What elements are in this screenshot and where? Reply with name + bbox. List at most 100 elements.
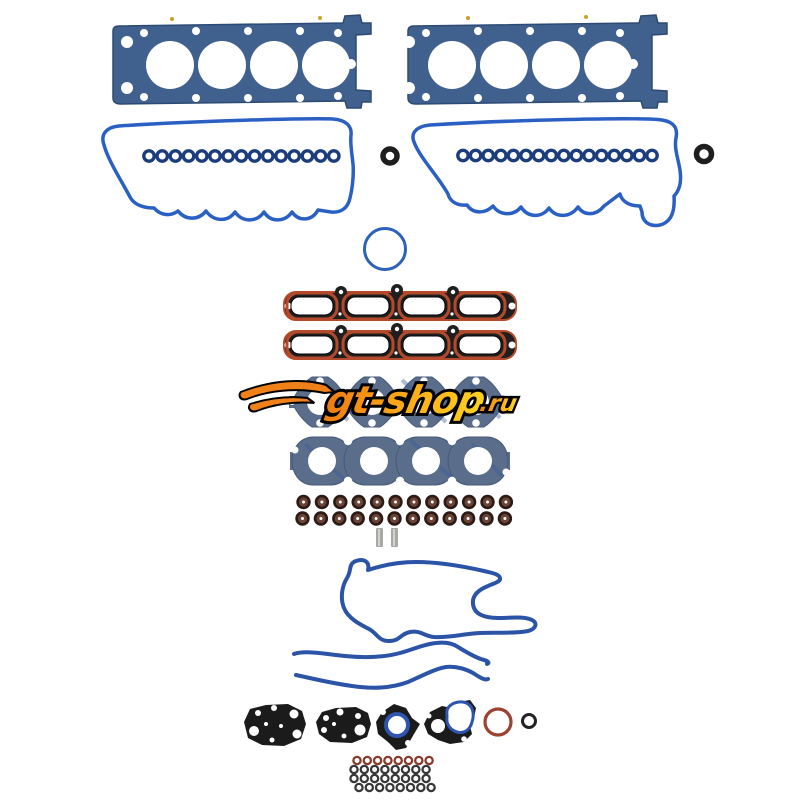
gold-rivet-dot (170, 17, 174, 21)
valve-stem-seal-center (411, 517, 415, 520)
spark-plug-grommet (155, 149, 170, 163)
spark-plug-grommet (300, 149, 315, 163)
spark-plug-grommet (168, 149, 183, 163)
valve-stem-seal-center (486, 500, 489, 504)
intake-port (402, 335, 446, 355)
thermostat-oring-blue (363, 227, 407, 271)
bolt-hole (578, 94, 586, 102)
port-seal-bead (453, 291, 507, 321)
rivet-dot (450, 312, 454, 316)
valve-stem-seal-center (375, 500, 379, 504)
valve-stem-seal-center (319, 517, 323, 520)
bolt-hole (316, 419, 324, 427)
camshaft-seal-ring (693, 143, 715, 165)
spark-plug-grommet (194, 149, 209, 163)
rivet-dot (338, 312, 342, 316)
sealing-washer (414, 755, 424, 766)
sealing-washer (352, 755, 362, 766)
sealing-washer (426, 782, 436, 793)
spark-plug-grommet (519, 148, 533, 163)
bolt-hole (192, 94, 200, 102)
port-seal-bead (285, 291, 339, 321)
spark-plug-grommet (247, 149, 262, 163)
bolt-hole (249, 726, 259, 736)
valve-stem-seal-center (412, 500, 416, 504)
bolt-hole (354, 724, 366, 736)
water-pump-seal-loop (445, 700, 475, 734)
sealing-washer (390, 773, 400, 784)
front-cover-strip-1 (292, 640, 491, 666)
valve-cover-gasket-right (411, 117, 683, 228)
bolt-hole (343, 436, 353, 446)
bolt-hole (321, 727, 327, 733)
intake-port (458, 335, 502, 355)
sealing-washer (354, 782, 364, 793)
gold-rivet-dot (466, 16, 470, 20)
bolt-hole (291, 446, 299, 454)
bolt-hole (526, 27, 534, 35)
valve-stem-seal-center (429, 517, 433, 520)
cylinder-bore (146, 41, 194, 89)
spark-plug-grommet (468, 148, 483, 163)
sealing-washer (400, 764, 411, 775)
bolt-hole (292, 729, 302, 739)
sealing-washer (393, 755, 403, 766)
port-seal-bead (341, 330, 395, 360)
valve-stem-seal-center (466, 517, 470, 520)
bolt-hole (505, 399, 511, 405)
port-seal-bead (397, 291, 451, 321)
bolt-hole (338, 328, 344, 334)
thermostat-seal-ring (384, 712, 410, 738)
bolt-hole (244, 94, 252, 102)
rivet-dot (338, 351, 342, 355)
valve-stem-seal-center (503, 517, 507, 520)
spark-plug-grommet (582, 148, 596, 163)
bolt-hole (403, 36, 415, 48)
bolt-hole (343, 476, 353, 486)
camshaft-seal-ring (380, 146, 400, 166)
dowel-pin-highlight (393, 529, 395, 546)
cylinder-bore (428, 41, 476, 89)
bolt-hole (368, 377, 376, 385)
port-seal-bead (285, 330, 339, 360)
bolt-hole (472, 377, 480, 385)
sealing-washer (380, 773, 390, 784)
valve-stem-seal-center (485, 517, 488, 520)
spark-plug-grommet (569, 148, 584, 163)
sealing-washer (395, 782, 405, 793)
sealing-washer (362, 755, 373, 766)
front-cover-strip-2 (294, 664, 490, 690)
bolt-hole (271, 705, 277, 711)
spark-plug-grommet (208, 149, 222, 163)
valve-stem-seal-center (357, 500, 361, 504)
bolt-hole (341, 733, 347, 739)
bolt-hole (526, 94, 534, 102)
intake-port (290, 296, 334, 316)
exhaust-port (411, 389, 437, 415)
valve-stem-seal-center (374, 517, 378, 520)
bolt-hole (140, 29, 148, 37)
cylinder-bore (584, 41, 632, 89)
valve-stem-seal-center (356, 517, 360, 520)
intake-port (290, 335, 334, 355)
sealing-washer (374, 782, 385, 793)
spark-plug-grommet (234, 149, 249, 163)
watermark: gt-shop .ru (238, 375, 522, 426)
dowel-pins (376, 528, 398, 547)
bolt-hole (450, 289, 456, 295)
intake-port (458, 296, 502, 316)
sealing-washer (403, 755, 414, 766)
bolt-hole (338, 289, 344, 295)
spark-plug-grommet (506, 148, 521, 163)
bolt-hole (474, 27, 482, 35)
bolt-hole (336, 708, 344, 716)
intake-port (346, 296, 390, 316)
bolt-hole (279, 724, 283, 728)
bolt-hole (420, 377, 428, 385)
bolt-hole (255, 710, 261, 716)
spark-plug-grommet (619, 148, 634, 163)
bolt-hole (405, 740, 411, 746)
cylinder-bore (302, 41, 350, 89)
bolt-hole (472, 419, 480, 427)
